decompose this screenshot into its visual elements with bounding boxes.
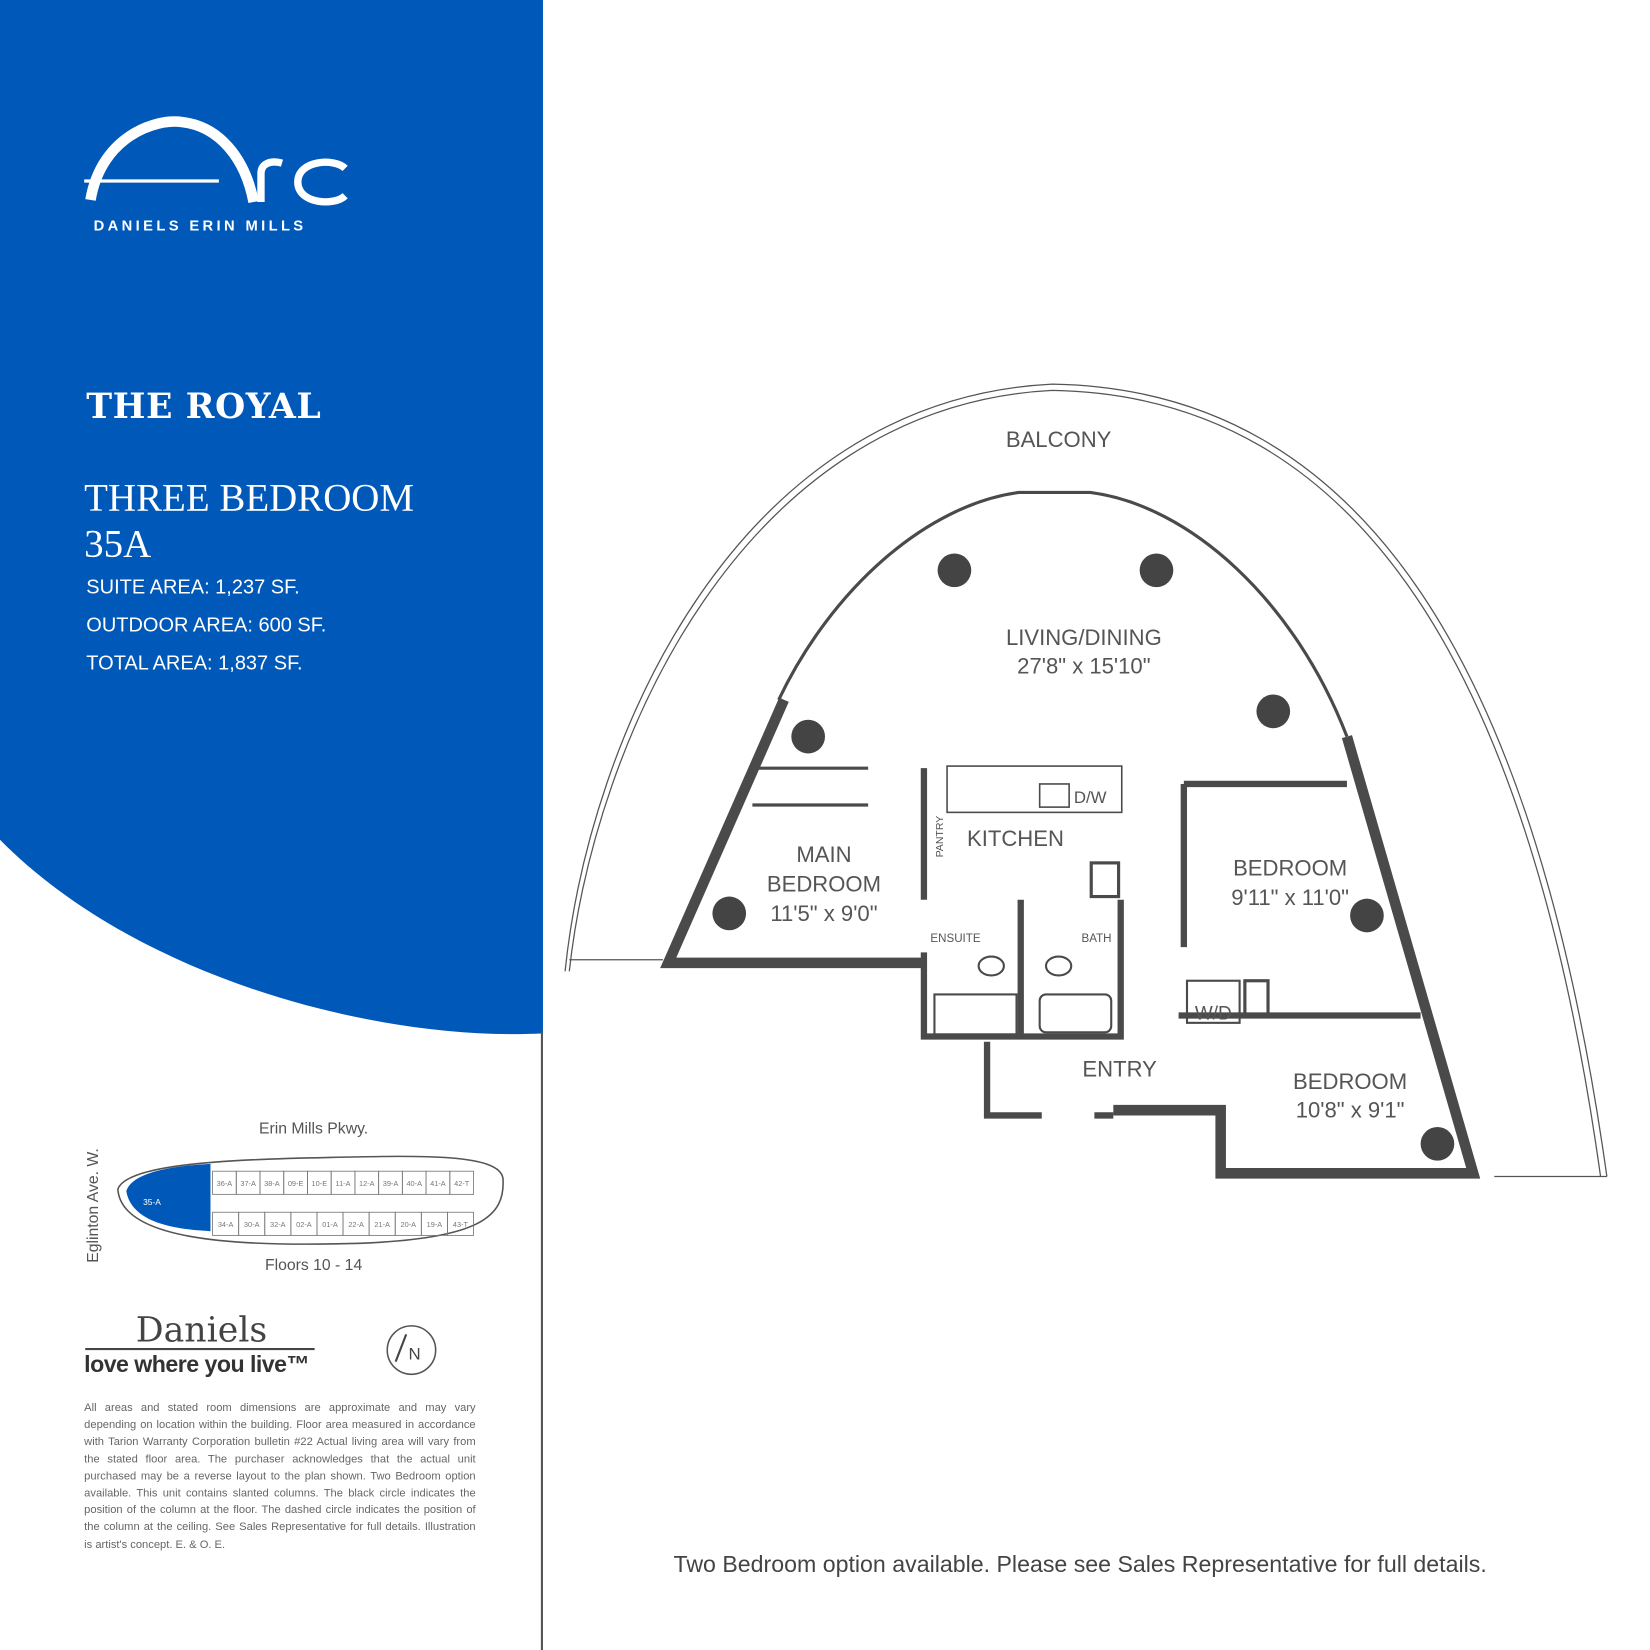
key-plate-unit: 36-A <box>217 1179 233 1188</box>
bedroom-2-label: BEDROOM <box>1233 856 1347 881</box>
key-plate-unit: 02-A <box>296 1220 312 1229</box>
living-dining-label: LIVING/DINING <box>1006 625 1162 650</box>
bedroom-3-label: BEDROOM <box>1293 1069 1407 1094</box>
highlighted-unit: 35-A <box>143 1197 161 1207</box>
key-plate-unit: 40-A <box>406 1179 422 1188</box>
key-plate-unit-box <box>447 1211 474 1236</box>
key-plate-unit: 01-A <box>322 1220 338 1229</box>
wd-label: W/D <box>1195 1004 1232 1025</box>
key-plate-unit: 19-A <box>427 1220 443 1229</box>
key-plate-unit: 10-E <box>312 1179 328 1188</box>
main-bedroom-label-2: BEDROOM <box>767 871 881 896</box>
key-plate-unit: 34-A <box>218 1220 234 1229</box>
key-plate-unit: 37-A <box>240 1179 256 1188</box>
floors-label: Floors 10 - 14 <box>265 1257 362 1274</box>
outdoor-area: OUTDOOR AREA: 600 SF. <box>86 614 327 637</box>
suite-type-label: THREE BEDROOM <box>84 476 415 520</box>
key-plate-unit: 22-A <box>348 1220 364 1229</box>
main-bedroom-label-1: MAIN <box>796 842 851 867</box>
daniels-brand: Daniels <box>135 1309 268 1351</box>
key-plate-unit: 41-A <box>430 1179 446 1188</box>
key-plate-unit: 21-A <box>374 1220 390 1229</box>
bath-label: BATH <box>1082 933 1112 945</box>
key-plate-unit: 11-A <box>336 1179 351 1188</box>
brand-panel <box>0 0 543 1035</box>
arc-logo <box>84 116 348 206</box>
suite-area: SUITE AREA: 1,237 SF. <box>86 576 300 599</box>
pantry-label: PANTRY <box>934 816 946 858</box>
columns <box>712 553 1455 1161</box>
west-street: Eglinton Ave. W. <box>85 1148 102 1263</box>
key-plate-unit: 12-A <box>359 1179 375 1188</box>
suite-model: 35A <box>84 522 152 567</box>
disclaimer: All areas and stated room dimensions are… <box>84 1401 476 1551</box>
suite-type: THREE BEDROOM 35A <box>84 476 414 569</box>
key-plate-unit: 43-T <box>453 1220 469 1229</box>
key-plate: Erin Mills Pkwy. Eglinton Ave. W. 35-A 3… <box>85 1120 504 1274</box>
key-plate-unit: 20-A <box>401 1220 417 1229</box>
brand-tagline: love where you live™ <box>84 1351 310 1378</box>
collection-title: THE ROYAL <box>86 385 322 427</box>
logo-subtitle: DANIELS ERIN MILLS <box>93 216 307 234</box>
main-bedroom-dims: 11'5" x 9'0" <box>770 901 877 926</box>
key-plate-unit-box <box>449 1170 474 1195</box>
key-plate-unit: 42-T <box>454 1179 470 1188</box>
brand-rule <box>85 1347 315 1351</box>
balcony-label: BALCONY <box>1006 427 1112 452</box>
balcony-outline <box>564 383 1608 1177</box>
dw-label: D/W <box>1074 788 1107 807</box>
north-label: N <box>409 1345 421 1364</box>
bedroom-2-dims: 9'11" x 11'0" <box>1231 885 1349 910</box>
total-area: TOTAL AREA: 1,837 SF. <box>86 652 303 675</box>
key-plate-unit: 32-A <box>270 1220 286 1229</box>
bedroom-3-dims: 10'8" x 9'1" <box>1296 1098 1405 1123</box>
ensuite-label: ENSUITE <box>930 933 980 945</box>
north-street: Erin Mills Pkwy. <box>259 1120 368 1137</box>
north-arrow-icon: N <box>386 1325 437 1376</box>
divider <box>540 1031 543 1650</box>
window-wall <box>777 490 1349 738</box>
key-plate-unit: 30-A <box>244 1220 260 1229</box>
footer-note: Two Bedroom option available. Please see… <box>673 1551 1487 1578</box>
key-plate-unit: 39-A <box>383 1179 399 1188</box>
kitchen-label: KITCHEN <box>967 826 1064 851</box>
living-dining-dims: 27'8" x 15'10" <box>1017 653 1150 678</box>
entry-label: ENTRY <box>1082 1057 1157 1082</box>
key-plate-unit: 09-E <box>288 1179 304 1188</box>
key-plate-unit: 38-A <box>264 1179 280 1188</box>
